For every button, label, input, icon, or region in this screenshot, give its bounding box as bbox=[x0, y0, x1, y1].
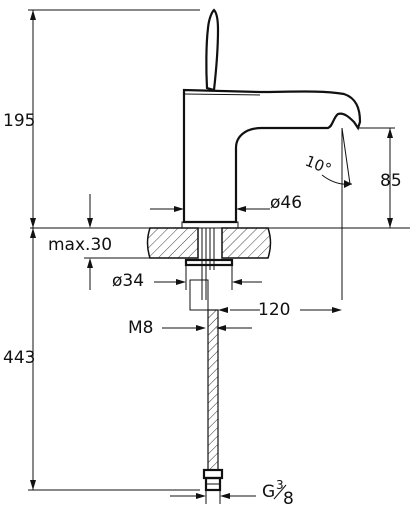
height-top-label: 195 bbox=[3, 111, 35, 131]
spout-height-label: 85 bbox=[380, 171, 402, 191]
reach-label: 120 bbox=[258, 300, 290, 320]
connection-prefix: G bbox=[262, 482, 275, 502]
hose-fitting bbox=[202, 468, 224, 480]
deck-section bbox=[30, 227, 410, 259]
dimension-thread: M8 bbox=[128, 318, 252, 338]
body-outline bbox=[182, 88, 362, 224]
connection-numerator: 3 bbox=[276, 478, 284, 492]
mounting-assembly bbox=[184, 228, 234, 492]
connection-denominator: 8 bbox=[283, 489, 294, 509]
body-top-edge bbox=[183, 93, 261, 96]
angle-label: 10° bbox=[303, 152, 334, 179]
dimension-spout-height: 85 bbox=[358, 127, 402, 228]
body-diameter-label: ø46 bbox=[270, 193, 302, 213]
deck-left bbox=[146, 227, 199, 259]
dimension-shank-diameter: ø34 bbox=[112, 262, 262, 291]
deck-thickness-label: max.30 bbox=[48, 235, 112, 255]
shank-diameter-label: ø34 bbox=[112, 271, 144, 291]
dimension-body-diameter: ø46 bbox=[150, 193, 302, 213]
connection-label: G bbox=[262, 482, 275, 502]
mounting-washer bbox=[184, 258, 234, 267]
height-bottom-label: 443 bbox=[3, 348, 35, 368]
mounting-nut bbox=[189, 279, 209, 311]
dimension-connection: G 3 8 bbox=[170, 478, 294, 509]
braided-hose bbox=[207, 309, 219, 471]
lever-handle bbox=[205, 8, 220, 92]
dimension-angle: 10° bbox=[303, 127, 353, 300]
thread-label: M8 bbox=[128, 318, 153, 338]
dimension-reach: 120 bbox=[218, 300, 342, 320]
dimension-height: 195 443 bbox=[3, 9, 200, 491]
faucet-body bbox=[181, 8, 362, 229]
dimension-deck-thickness: max.30 bbox=[48, 194, 150, 290]
deck-right bbox=[221, 227, 272, 259]
